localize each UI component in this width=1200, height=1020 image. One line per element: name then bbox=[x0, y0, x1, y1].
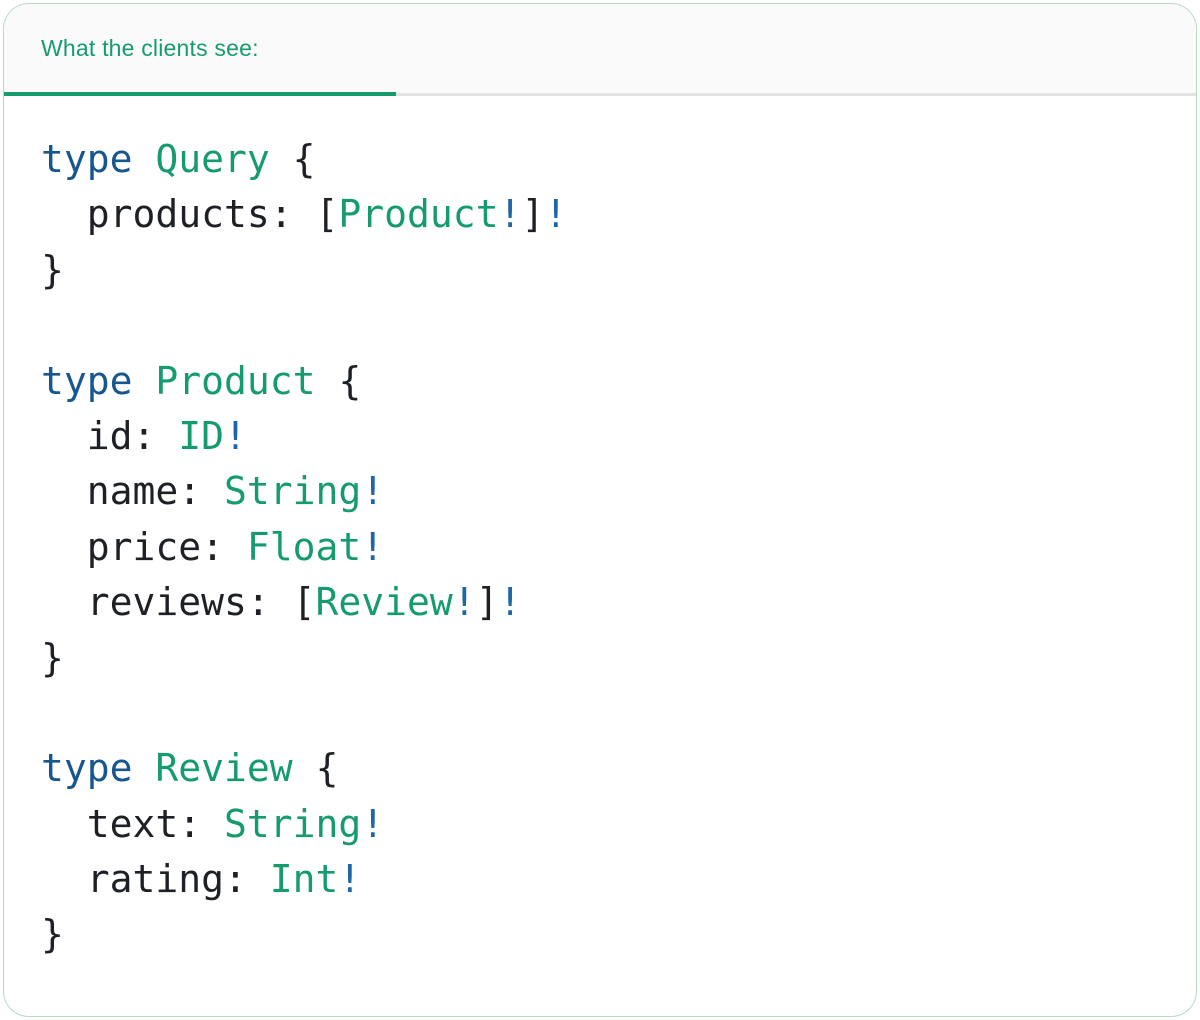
code-token-plain: } bbox=[41, 912, 64, 957]
code-line: rating: Int! bbox=[41, 852, 1172, 907]
code-line: reviews: [Review!]! bbox=[41, 575, 1172, 630]
code-block: type Query { products: [Product!]!} type… bbox=[4, 96, 1196, 963]
code-token-plain bbox=[133, 137, 156, 181]
code-line: } bbox=[41, 631, 1172, 686]
tab-bar: What the clients see: bbox=[4, 4, 1196, 96]
code-token-type: Review bbox=[155, 746, 293, 791]
code-line bbox=[41, 298, 1172, 353]
code-token-plain: id: bbox=[41, 413, 179, 458]
code-token-plain: reviews: [ bbox=[41, 580, 316, 625]
code-token-plain: text: bbox=[41, 801, 225, 846]
active-tab-underline bbox=[4, 92, 396, 96]
code-token-type: Query bbox=[155, 137, 270, 181]
code-line: text: String! bbox=[41, 797, 1172, 852]
code-token-bang: ! bbox=[361, 469, 385, 514]
code-token-plain: } bbox=[41, 635, 64, 680]
code-line: type Query { bbox=[41, 132, 1172, 187]
code-token-keyword: type bbox=[41, 137, 133, 181]
tab-clients-view[interactable]: What the clients see: bbox=[41, 4, 259, 93]
code-line: } bbox=[41, 243, 1172, 298]
code-token-bang: ! bbox=[361, 524, 385, 569]
code-line: name: String! bbox=[41, 464, 1172, 519]
code-line: type Product { bbox=[41, 354, 1172, 409]
code-token-plain: price: bbox=[41, 524, 247, 569]
code-token-plain: } bbox=[41, 247, 64, 292]
code-token-plain bbox=[133, 746, 156, 790]
code-token-type: Int bbox=[269, 857, 339, 902]
code-line: products: [Product!]! bbox=[41, 187, 1172, 242]
code-token-keyword: type bbox=[41, 746, 133, 791]
code-token-keyword: type bbox=[41, 358, 133, 403]
code-token-bang: ! bbox=[498, 580, 522, 625]
code-line: } bbox=[41, 907, 1172, 962]
code-token-bang: ! bbox=[361, 801, 385, 846]
code-token-bang: ! bbox=[452, 580, 476, 625]
code-token-plain bbox=[133, 359, 156, 403]
code-token-type: Product bbox=[155, 358, 316, 403]
code-token-plain: ] bbox=[521, 192, 545, 237]
code-token-plain: rating: bbox=[41, 857, 270, 902]
code-token-type: String bbox=[224, 469, 362, 514]
code-token-plain: products: [ bbox=[41, 192, 339, 237]
code-token-bang: ! bbox=[338, 857, 362, 902]
code-token-type: Review bbox=[315, 580, 453, 625]
code-token-plain: { bbox=[315, 358, 362, 403]
code-token-plain: ] bbox=[475, 580, 499, 625]
tab-label: What the clients see: bbox=[41, 35, 259, 61]
code-token-type: Float bbox=[246, 524, 362, 569]
code-token-type: String bbox=[224, 801, 362, 846]
code-viewer-card: What the clients see: type Query { produ… bbox=[3, 3, 1197, 1017]
code-token-plain: name: bbox=[41, 469, 225, 514]
code-line: type Review { bbox=[41, 741, 1172, 796]
code-line: price: Float! bbox=[41, 520, 1172, 575]
code-token-bang: ! bbox=[498, 192, 522, 237]
code-line: id: ID! bbox=[41, 409, 1172, 464]
code-token-bang: ! bbox=[544, 192, 568, 237]
code-token-bang: ! bbox=[224, 413, 247, 458]
code-token-type: Product bbox=[338, 192, 499, 237]
code-token-plain: { bbox=[292, 746, 339, 791]
code-token-plain: { bbox=[269, 137, 316, 181]
code-line bbox=[41, 686, 1172, 741]
code-token-type: ID bbox=[178, 413, 225, 458]
